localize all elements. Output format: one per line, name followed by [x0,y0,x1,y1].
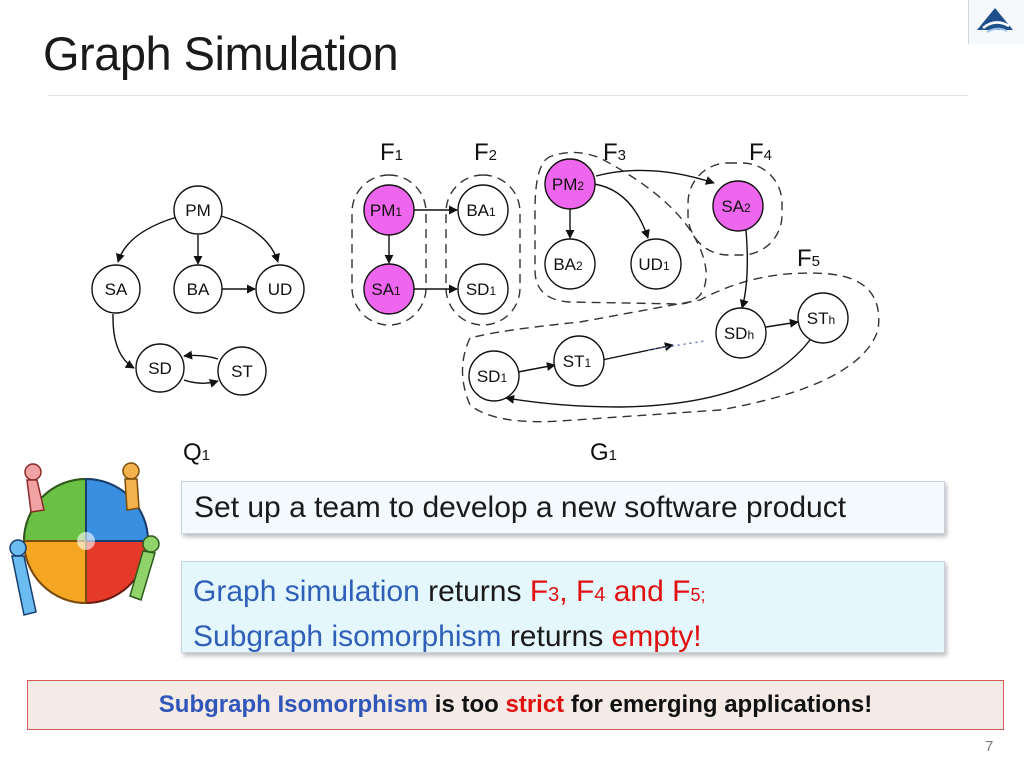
frame-label-f4: F4 [749,139,772,166]
term-graph-simulation: Graph simulation [193,575,420,608]
edge-sa-sd [112,313,135,369]
edge-st-sd [183,350,219,360]
result-summary-box: Graph simulation returns F3, F4 and F5; … [181,561,945,653]
result-frame-f3: F3 [529,575,560,608]
data-node-label: ST1 [563,352,592,371]
query-graph-label: Q1 [183,439,210,466]
banner-text: for emerging applications! [564,691,873,718]
data-node-label: UD1 [638,255,670,274]
edge-pm2-ud1 [593,183,650,239]
data-node-label: SD1 [477,367,508,386]
slide-title: Graph Simulation [43,27,399,80]
data-node-sa1 [363,263,415,315]
frame-f1 [351,174,427,326]
result-frame-f4: F4 [575,575,606,608]
data-node-ba1 [457,184,509,236]
task-description-text: Set up a team to develop a new software … [194,491,847,524]
query-node-ba [173,264,223,314]
edge-st1-sdh [601,342,674,361]
edge-sth-sd1 [505,339,811,408]
result-empty: empty! [611,620,702,653]
data-node-sd1-f5 [468,350,520,402]
frame-f2 [445,174,521,326]
edge-pm-ud [220,215,280,263]
query-node-label: UD [268,280,293,299]
data-node-label: SA2 [721,197,751,216]
data-node-pm1 [363,184,415,236]
frame-label-f1: F1 [380,139,403,166]
data-node-label: SD1 [466,280,497,299]
edge-sa2-sdh [739,229,749,309]
query-node-sd [135,343,185,393]
banner-text: is too [428,691,506,718]
query-node-pm [173,185,223,235]
query-node-label: ST [231,362,253,381]
edge-pm-sa [116,216,178,263]
query-node-label: BA [187,280,210,299]
query-node-label: SA [105,280,128,299]
edge-sdh-sth [765,318,799,328]
data-node-st1 [553,335,605,387]
data-node-label: SA1 [371,280,401,299]
data-node-sdh [715,307,767,359]
conclusion-banner: Subgraph Isomorphism is too strict for e… [27,680,1004,730]
result-verb: returns [501,620,612,653]
frame-f4 [687,162,783,256]
data-node-ba2 [544,238,596,290]
page-number: 7 [985,738,994,755]
institution-logo-icon [968,0,1024,44]
edge-sd1-st1 [517,362,556,373]
puzzle-team-clipart-icon [9,462,160,616]
data-node-sd1-f2 [457,263,509,315]
data-node-sth [797,292,849,344]
data-graph-label: G1 [590,439,617,466]
result-verb: returns [419,575,530,608]
query-node-label: SD [148,359,172,378]
result-separator: , [559,575,576,608]
data-node-label: PM1 [370,201,403,220]
term-subgraph-isomorphism: Subgraph isomorphism [193,620,502,653]
data-node-label: PM2 [552,175,585,194]
result-conjunction: and [605,575,673,608]
result-line-simulation: Graph simulation returns F3, F4 and F5; [193,571,944,616]
query-node-label: PM [185,201,211,220]
data-node-label: SDh [724,324,754,343]
result-frame-f5: F5; [672,575,706,608]
frame-label-f5: F5 [797,245,820,272]
title-divider [48,95,968,96]
edge-dotted-st1-sdh [647,340,706,351]
frame-label-f2: F2 [474,139,497,166]
frame-label-f3: F3 [603,139,626,166]
data-node-pm2 [544,158,596,210]
data-node-label: BA2 [553,255,583,274]
frame-f3 [534,151,707,305]
frame-f5 [461,272,880,423]
result-line-isomorphism: Subgraph isomorphism returns empty! [193,616,944,658]
task-description-box: Set up a team to develop a new software … [181,481,945,534]
banner-term: Subgraph Isomorphism [158,691,429,718]
query-node-sa [91,264,141,314]
data-node-sa2 [712,180,764,232]
banner-emphasis: strict [505,691,565,718]
data-node-ud1 [630,238,682,290]
query-node-st [217,346,267,396]
query-node-ud [255,264,305,314]
edge-pm2-sa2 [595,169,715,185]
data-node-label: STh [807,309,835,328]
edge-sd-st [183,379,219,388]
data-node-label: BA1 [466,201,496,220]
